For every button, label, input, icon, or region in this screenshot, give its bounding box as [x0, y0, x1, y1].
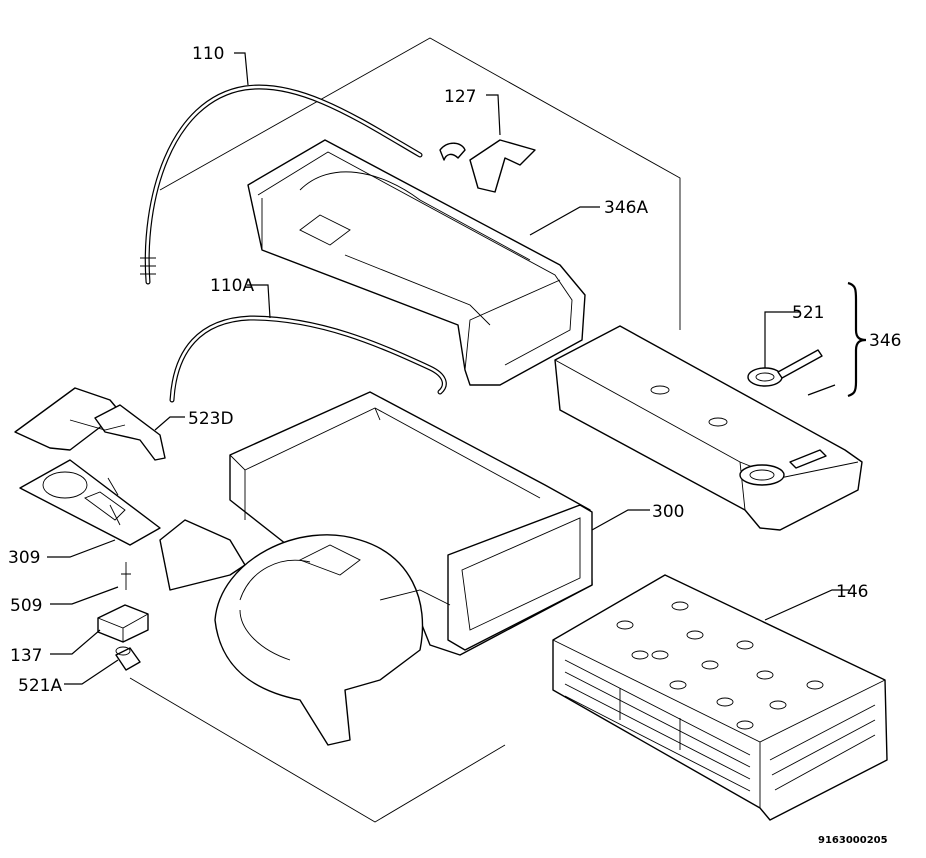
condenser-146: [552, 574, 888, 821]
callout-127: 127: [444, 87, 476, 107]
hose-110A: [169, 315, 447, 403]
condenser-assembly-300: [159, 391, 593, 746]
callout-346A: 346A: [604, 198, 648, 218]
sleeve-521A: [115, 646, 141, 671]
pin-509: [121, 562, 131, 590]
callout-346: 346: [869, 331, 901, 351]
flap-523D: [14, 387, 166, 461]
container-housing-346A: [247, 139, 586, 386]
callout-137: 137: [10, 646, 42, 666]
callout-labels: 110 127 346A 110A 521 346 523D 300 309 1…: [8, 44, 901, 846]
callout-523D: 523D: [188, 409, 234, 429]
water-container-346: [554, 325, 863, 531]
bracket-346: [847, 281, 867, 398]
callout-521: 521: [792, 303, 824, 323]
callout-110: 110: [192, 44, 224, 64]
cap-521: [747, 349, 823, 387]
callout-309: 309: [8, 548, 40, 568]
callout-509: 509: [10, 596, 42, 616]
callout-300: 300: [652, 502, 684, 522]
drawing-code: 9163000205: [818, 835, 888, 846]
callout-146: 146: [836, 582, 868, 602]
callout-110A: 110A: [210, 276, 254, 296]
block-137: [97, 604, 149, 643]
filter-frame-309: [19, 459, 161, 546]
assembly-frame-lines: [129, 37, 681, 823]
hose-110: [140, 84, 423, 285]
leader-lines: [47, 52, 850, 685]
callout-521A: 521A: [18, 676, 62, 696]
bracket-127: [439, 139, 536, 193]
